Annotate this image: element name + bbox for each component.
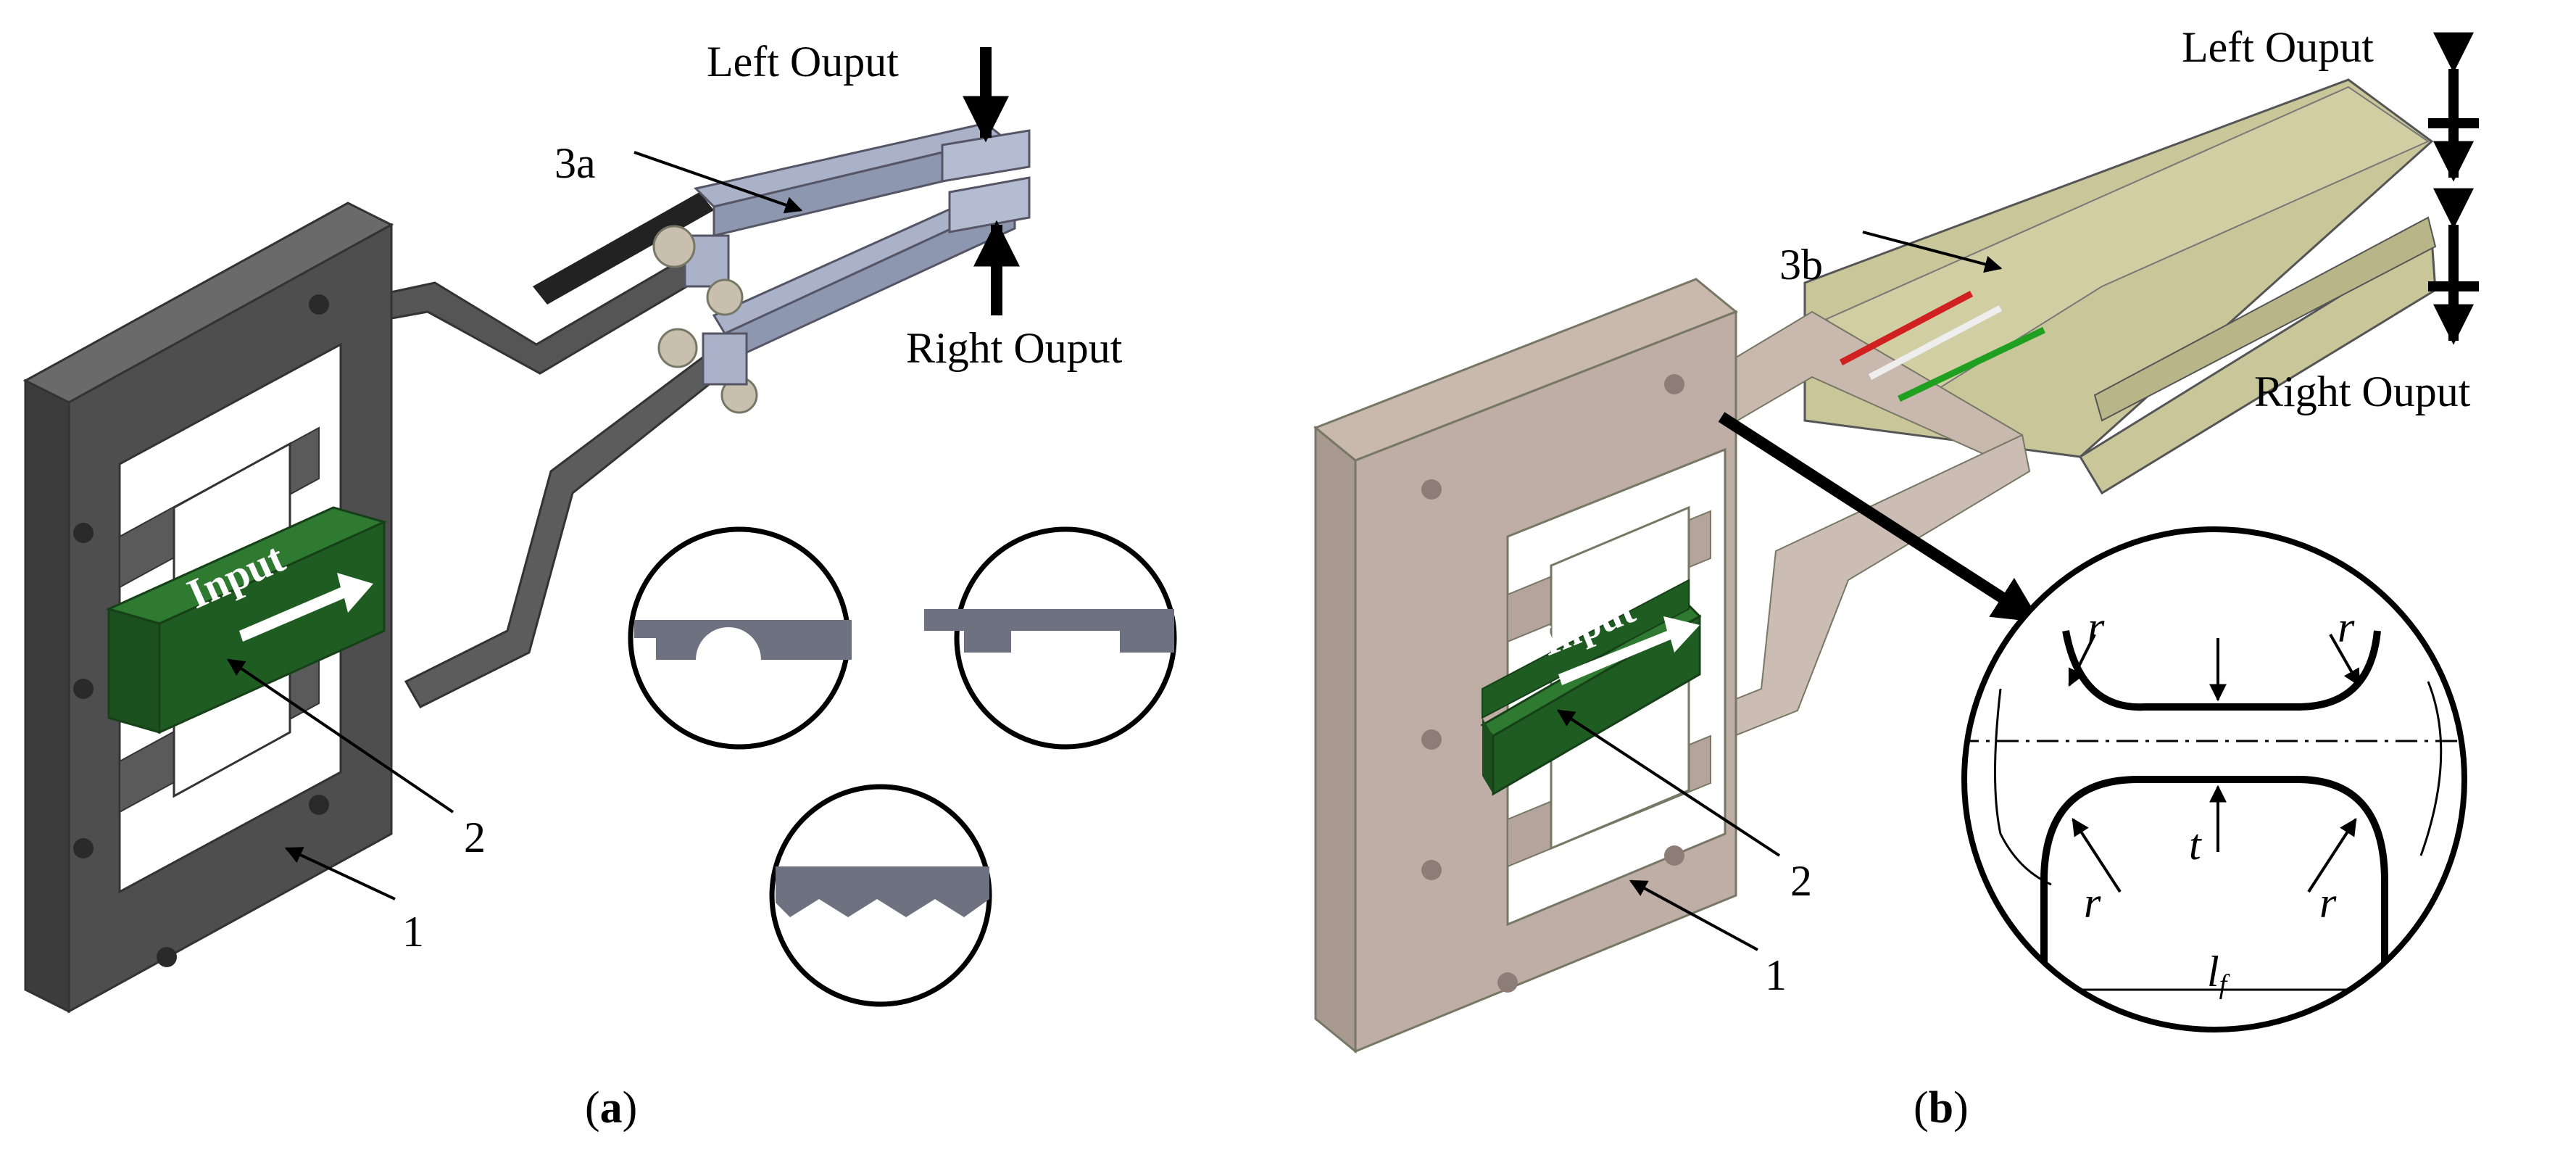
caption-b-letter: b — [1929, 1083, 1953, 1133]
leader-2-b — [1556, 709, 1781, 857]
label-1-a: 1 — [402, 908, 424, 956]
leader-3a — [633, 151, 803, 214]
strain-gauge-green — [1898, 326, 2045, 402]
caption-b-open: ( — [1914, 1083, 1929, 1133]
strain-gauge-white — [1868, 305, 2003, 380]
detail-t: t — [2189, 821, 2202, 869]
hinge-detail-multi-notch — [769, 784, 992, 1007]
flexure-hinge-detail: r r t r r lf — [1961, 526, 2467, 1032]
label-3b: 3b — [1779, 241, 1823, 289]
right-output-label-b: Right Ouput — [2254, 368, 2471, 415]
detail-r-right: r — [2319, 879, 2337, 927]
panel-a: Input Left Ouput Right Ouput 3a — [22, 38, 1177, 1133]
detail-r-top-right: r — [2338, 603, 2355, 651]
detail-l: l — [2207, 948, 2219, 996]
input-block-b[interactable]: Input — [1480, 579, 1702, 796]
panel-b: Input Left Ouput Right Ouput 3b 2 1 — [1313, 23, 2479, 1133]
right-output-label-a: Right Ouput — [906, 324, 1123, 372]
hinge-detail-circular — [628, 526, 852, 750]
input-arrow-icon-b — [1558, 616, 1700, 685]
detail-r-left: r — [2084, 879, 2101, 927]
leader-2-a — [227, 658, 454, 814]
detail-r-top-left: r — [2087, 603, 2105, 651]
label-2-a: 2 — [464, 814, 486, 861]
left-output-label-b: Left Ouput — [2182, 23, 2374, 71]
beams-3b — [1688, 78, 2437, 756]
caption-a-close: ) — [623, 1083, 638, 1133]
left-output-label-a: Left Ouput — [707, 38, 899, 86]
caption-b-close: ) — [1953, 1083, 1969, 1133]
label-2-b: 2 — [1790, 857, 1812, 905]
right-output-arrow-b — [2428, 188, 2479, 345]
strain-gauge-red — [1839, 291, 1974, 365]
caption-a-letter: a — [600, 1083, 623, 1133]
caption-b: (b) — [1914, 1083, 1969, 1133]
leader-3b — [1862, 231, 2003, 273]
input-arrow-icon-a — [239, 573, 373, 642]
caption-a: (a) — [585, 1083, 637, 1133]
detail-pointer-arrow — [1718, 412, 2041, 625]
label-1-b: 1 — [1765, 951, 1787, 999]
caption-a-open: ( — [585, 1083, 600, 1133]
label-3a: 3a — [554, 139, 596, 187]
leader-1-b — [1629, 880, 1758, 951]
leader-1-a — [284, 847, 396, 901]
hinge-detail-rectangular — [924, 526, 1177, 750]
left-output-arrow-b — [2428, 32, 2479, 182]
